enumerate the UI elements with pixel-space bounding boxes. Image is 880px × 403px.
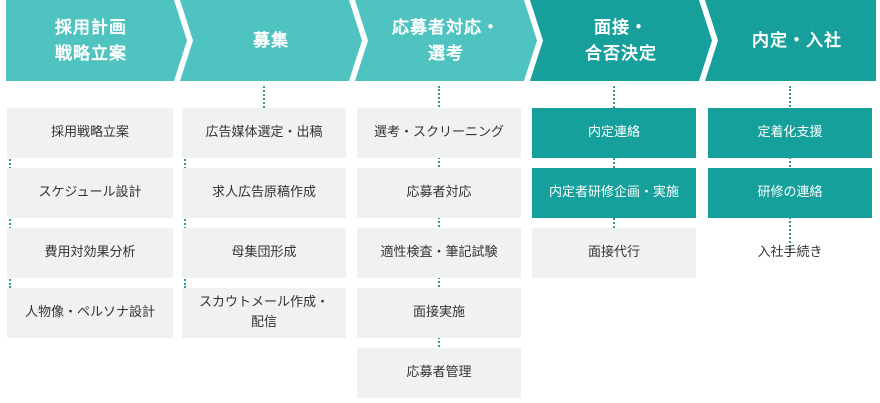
stage-title-line: 選考 [428, 43, 464, 64]
task-label: 費用対効果分析 [44, 245, 136, 260]
task-label: 求人広告原稿作成 [211, 185, 316, 200]
stage-arrow-1 [6, 0, 187, 81]
task-label: 研修の連絡 [757, 185, 823, 200]
task-box: 費用対効果分析 [7, 228, 173, 278]
task-box: 求人広告原稿作成 [182, 168, 346, 218]
task-label: 人物像・ペルソナ設計 [24, 305, 155, 320]
stage-arrow-3 [355, 0, 537, 81]
stage-title-line: 採用計画 [55, 17, 127, 38]
stage-title-5: 内定・入社 [718, 0, 876, 81]
task-label: 入社手続き [757, 245, 823, 260]
task-box-highlight: 内定者研修企画・実施 [532, 168, 696, 218]
stage-title-line: 応募者対応・ [392, 17, 500, 38]
stage-arrow-2 [180, 0, 362, 81]
task-box: 選考・スクリーニング [357, 108, 521, 158]
stage-title-line: 内定・入社 [752, 30, 842, 51]
task-box: スカウトメール作成・配信 [182, 288, 346, 338]
task-label: スケジュール設計 [38, 185, 142, 200]
task-label: 定着化支援 [757, 125, 823, 140]
stage-title-line: 合否決定 [585, 43, 657, 64]
task-label: 内定連絡 [587, 125, 640, 140]
connector-line-2 [263, 86, 265, 108]
stage-title-4: 面接・ 合否決定 [543, 0, 699, 81]
task-label: 母集団形成 [231, 245, 297, 260]
stage-arrow-5 [705, 0, 876, 81]
task-box: 人物像・ペルソナ設計 [7, 288, 173, 338]
stage-title-line: 面接・ [594, 17, 648, 38]
task-box-highlight: 研修の連絡 [708, 168, 872, 218]
task-label: 適性検査・筆記試験 [380, 245, 498, 260]
task-box-highlight: 定着化支援 [708, 108, 872, 158]
task-box: 応募者管理 [357, 348, 521, 398]
task-label: 広告媒体選定・出稿 [205, 125, 323, 140]
stage-title-2: 募集 [193, 0, 349, 81]
stage-title-3: 応募者対応・ 選考 [368, 0, 524, 81]
task-box: 面接代行 [532, 228, 696, 278]
task-box: 応募者対応 [357, 168, 521, 218]
task-label: 応募者対応 [406, 185, 472, 200]
task-label: 内定者研修企画・実施 [548, 185, 679, 200]
task-box-highlight: 内定連絡 [532, 108, 696, 158]
task-label: 選考・スクリーニング [373, 125, 504, 140]
task-box: 母集団形成 [182, 228, 346, 278]
task-box: 採用戦略立案 [7, 108, 173, 158]
task-label: スカウトメール作成・配信 [198, 295, 329, 330]
task-label: 面接実施 [412, 305, 465, 320]
task-box: 広告媒体選定・出稿 [182, 108, 346, 158]
task-box-plain: 入社手続き [708, 228, 872, 278]
task-box: スケジュール設計 [7, 168, 173, 218]
task-box: 面接実施 [357, 288, 521, 338]
process-arrows [6, 0, 876, 81]
stage-title-line: 募集 [253, 30, 289, 51]
stage-title-1: 採用計画 戦略立案 [6, 0, 176, 81]
stage-arrow-4 [530, 0, 712, 81]
stage-title-line: 戦略立案 [55, 43, 127, 64]
task-box: 適性検査・筆記試験 [357, 228, 521, 278]
task-label: 応募者管理 [406, 365, 472, 380]
task-label: 面接代行 [587, 245, 640, 260]
task-label: 採用戦略立案 [50, 125, 129, 140]
